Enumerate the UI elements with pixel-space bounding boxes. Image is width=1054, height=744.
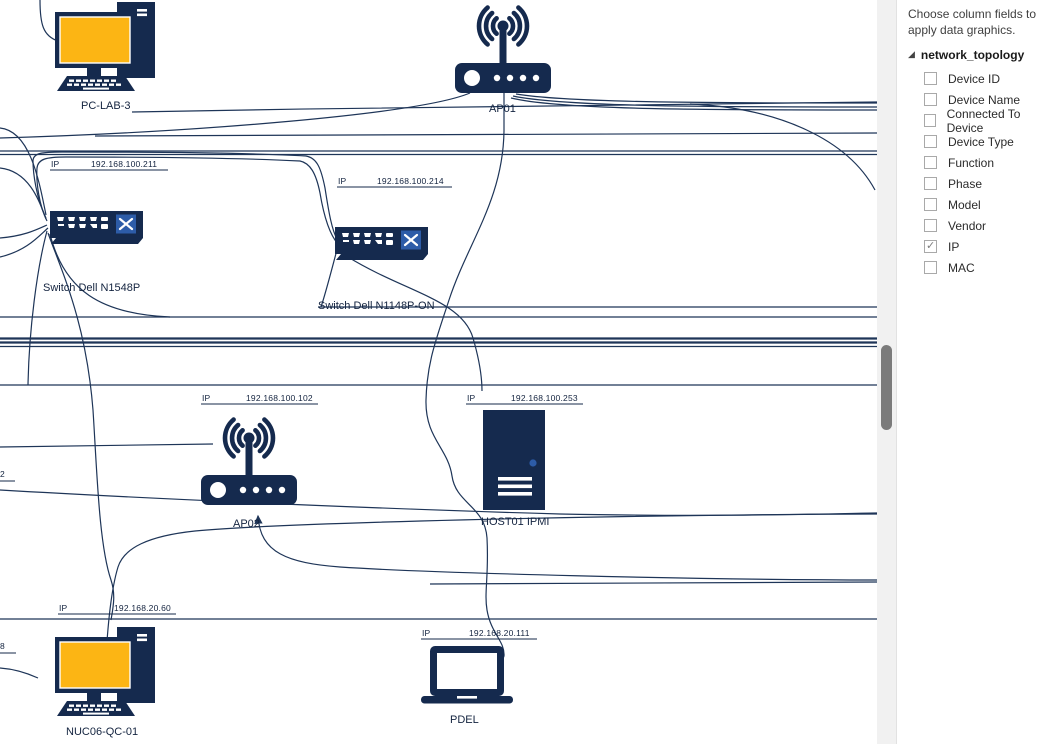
device-ap01[interactable] <box>455 8 551 93</box>
field-label: Device Name <box>948 92 1021 107</box>
device-label-pdel: PDEL <box>450 714 479 726</box>
checkbox-device-id[interactable] <box>924 72 937 86</box>
field-row-function[interactable]: Function <box>908 152 1046 173</box>
device-label-pc-lab-3: PC-LAB-3 <box>81 100 131 112</box>
device-host01-ipmi[interactable] <box>483 410 545 510</box>
ip-callout-switch2[interactable]: IP 192.168.100.214 <box>337 176 452 188</box>
vertical-scrollbar-thumb[interactable] <box>881 345 892 430</box>
ip-callout-value: 192.168.100.102 <box>246 393 313 403</box>
ip-callout-value: 192.168.20.60 <box>114 603 171 613</box>
field-label: Function <box>948 155 995 170</box>
checkbox-function[interactable] <box>924 156 937 170</box>
ip-callout-switch1[interactable]: IP 192.168.100.211 <box>50 159 168 171</box>
field-label: Model <box>948 197 981 212</box>
device-pdel[interactable] <box>421 646 513 704</box>
ip-callout-prefix: IP <box>51 159 60 169</box>
field-row-ip[interactable]: IP <box>908 236 1046 257</box>
ip-callout-value: 192.168.100.211 <box>91 159 157 169</box>
vertical-scrollbar-track[interactable] <box>877 0 897 744</box>
ip-callout-prefix: IP <box>59 603 68 613</box>
field-label: IP <box>948 239 960 254</box>
ip-callout-value: 192.168.100.253 <box>511 393 578 403</box>
device-label-host01: HOST01 IPMI <box>481 516 549 528</box>
device-label-ap01: AP01 <box>489 103 516 115</box>
field-row-model[interactable]: Model <box>908 194 1046 215</box>
ip-callout-prefix: IP <box>338 176 347 186</box>
ip-callout-nuc06[interactable]: IP 192.168.20.60 <box>58 603 176 615</box>
field-row-phase[interactable]: Phase <box>908 173 1046 194</box>
tree-node-network-topology[interactable]: ◢ network_topology <box>908 48 1046 62</box>
checkbox-connected-to-device[interactable] <box>924 114 936 128</box>
panel-hint-text: Choose column fields to apply data graph… <box>908 7 1037 38</box>
data-graphics-panel: Choose column fields to apply data graph… <box>897 0 1054 744</box>
connector-lines <box>0 0 877 679</box>
device-label-nuc06: NUC06-QC-01 <box>66 726 138 738</box>
field-row-device-name[interactable]: Device Name <box>908 89 1046 110</box>
device-pc-lab-3[interactable] <box>54 1 156 92</box>
device-label-ap02: AP02 <box>233 518 260 530</box>
field-row-connected-to-device[interactable]: Connected To Device <box>908 107 1046 135</box>
field-label: Phase <box>948 176 983 191</box>
checkbox-device-name[interactable] <box>924 93 937 107</box>
device-switch-dell-n1148p-on[interactable] <box>333 225 430 262</box>
ip-callout-truncated-2: 8 <box>0 641 16 654</box>
field-row-device-id[interactable]: Device ID <box>908 68 1046 89</box>
ip-callout-truncated-1: 2 <box>0 469 15 482</box>
svg-text:8: 8 <box>0 641 5 651</box>
ip-callout-ap02[interactable]: IP 192.168.100.102 <box>201 393 318 405</box>
field-row-vendor[interactable]: Vendor <box>908 215 1046 236</box>
checkbox-ip[interactable] <box>924 239 937 254</box>
ip-callout-value: 192.168.100.214 <box>377 176 444 186</box>
checkbox-device-type[interactable] <box>924 135 937 149</box>
device-ap02[interactable] <box>201 420 297 505</box>
checkbox-mac[interactable] <box>924 261 937 275</box>
ip-callout-host01[interactable]: IP 192.168.100.253 <box>466 393 583 405</box>
checkbox-phase[interactable] <box>924 177 937 191</box>
field-label: Connected To Device <box>946 106 1021 135</box>
field-label: Device ID <box>948 71 1001 86</box>
device-switch-dell-n1548p[interactable] <box>48 209 145 246</box>
device-nuc06-qc-01[interactable] <box>54 626 156 717</box>
svg-text:2: 2 <box>0 469 5 479</box>
ip-callout-value: 192.168.20.111 <box>469 628 530 638</box>
field-row-mac[interactable]: MAC <box>908 257 1046 278</box>
ip-callout-prefix: IP <box>422 628 431 638</box>
device-label-switch1: Switch Dell N1548P <box>43 282 140 294</box>
diagram-canvas[interactable]: PC-LAB-3 AP01 Switch Dell N1548P Switch … <box>0 0 877 744</box>
device-label-switch2: Switch Dell N1148P-ON <box>318 300 435 312</box>
field-label: Vendor <box>948 218 987 233</box>
tree-node-label: network_topology <box>920 48 1025 63</box>
ip-callout-pdel[interactable]: IP 192.168.20.111 <box>421 628 537 640</box>
tree-expander-icon[interactable]: ◢ <box>908 48 915 59</box>
checkbox-vendor[interactable] <box>924 219 937 233</box>
ip-callout-prefix: IP <box>202 393 211 403</box>
field-label: Device Type <box>948 134 1014 149</box>
field-label: MAC <box>948 260 975 275</box>
ip-callout-prefix: IP <box>467 393 476 403</box>
checkbox-model[interactable] <box>924 198 937 212</box>
field-row-device-type[interactable]: Device Type <box>908 131 1046 152</box>
